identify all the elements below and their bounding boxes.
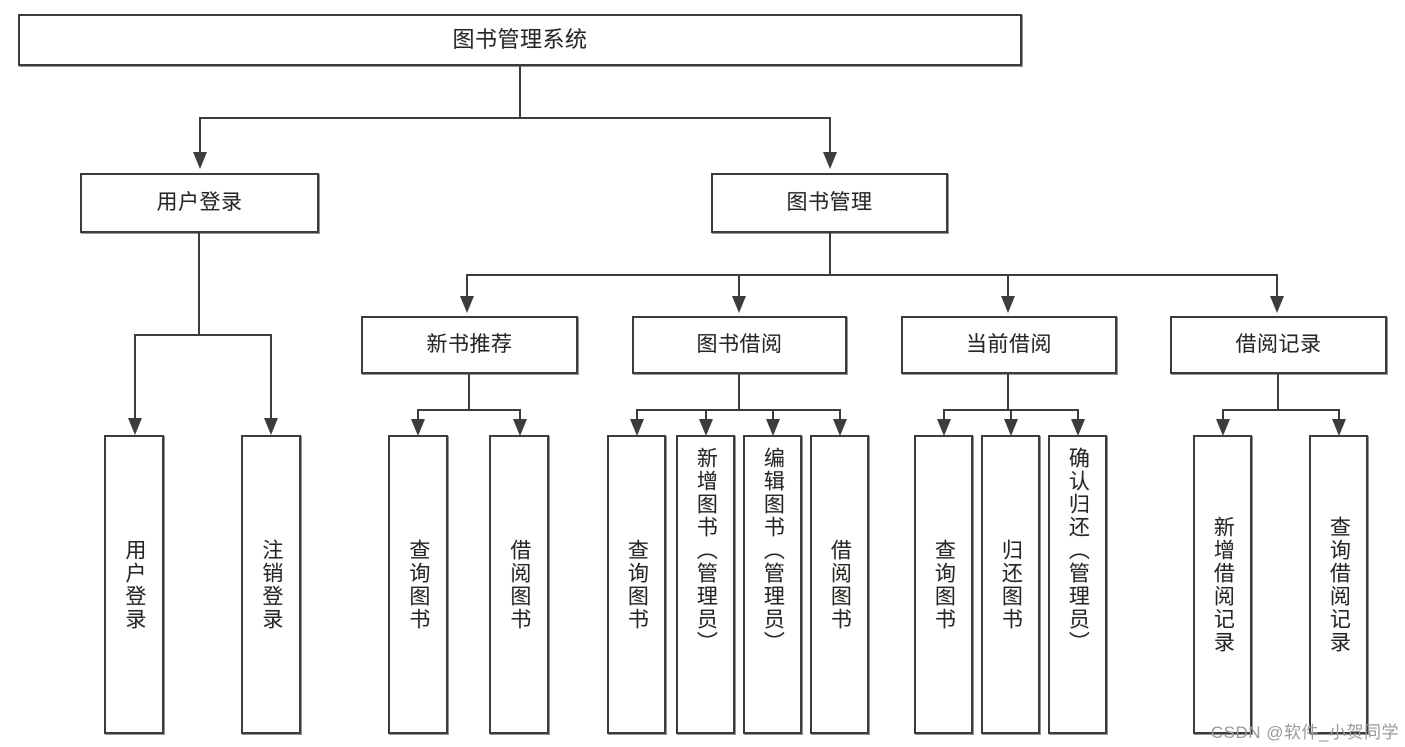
node-root-system[interactable]: 图书管理系统	[18, 14, 1022, 66]
connector-cb-c3	[1077, 409, 1079, 421]
node-label: 新书推荐	[426, 333, 513, 357]
connector-nbr-bus	[417, 409, 520, 411]
node-new-book-recommend[interactable]: 新书推荐	[361, 316, 578, 374]
arrow-bb-leaf3	[766, 419, 780, 436]
arrow-to-user-login	[193, 152, 207, 169]
node-label: 注销登录	[259, 538, 283, 631]
connector-br-c1	[1222, 409, 1224, 421]
connector-br-bus	[1222, 409, 1339, 411]
leaf-bb-query-book[interactable]: 查询图书	[607, 435, 666, 734]
arrow-bb-leaf1	[630, 419, 644, 436]
connector-user-login-c2	[270, 334, 272, 418]
node-label: 图书管理	[786, 191, 873, 215]
connector-bb-c1	[636, 409, 638, 421]
node-current-borrow[interactable]: 当前借阅	[901, 316, 1117, 374]
leaf-bb-edit-book[interactable]: 编辑图书（管理员）	[743, 435, 802, 734]
leaf-user-login[interactable]: 用户登录	[104, 435, 164, 734]
connector-bb-c3	[772, 409, 774, 421]
node-label: 当前借阅	[966, 333, 1052, 357]
arrow-to-borrow-record	[1270, 296, 1284, 313]
leaf-logout[interactable]: 注销登录	[241, 435, 301, 734]
arrow-bb-leaf4	[833, 419, 847, 436]
connector-nbr-c2	[519, 409, 521, 421]
connector-bb-c2	[705, 409, 707, 421]
leaf-br-add-record[interactable]: 新增借阅记录	[1193, 435, 1252, 734]
connector-br-stem	[1277, 374, 1279, 410]
arrow-cb-leaf2	[1004, 419, 1018, 436]
node-label: 借阅记录	[1235, 333, 1322, 357]
node-label: 借阅图书	[828, 538, 852, 631]
arrow-to-leaf-logout	[264, 418, 278, 435]
connector-root-bus	[199, 117, 831, 119]
node-label: 编辑图书（管理员）	[761, 447, 785, 654]
node-user-login[interactable]: 用户登录	[80, 173, 319, 233]
connector-nbr-stem	[468, 374, 470, 410]
arrow-to-leaf-user-login	[128, 418, 142, 435]
node-label: 查询图书	[406, 538, 430, 631]
arrow-bb-leaf2	[699, 419, 713, 436]
arrow-nbr-leaf2	[513, 419, 527, 436]
arrow-nbr-leaf1	[411, 419, 425, 436]
connector-cb-stem	[1007, 374, 1009, 410]
node-label: 图书管理系统	[452, 26, 588, 52]
arrow-to-new-book-recommend	[460, 296, 474, 313]
connector-book-manage-c1	[466, 274, 468, 296]
leaf-bb-borrow-book[interactable]: 借阅图书	[810, 435, 869, 734]
connector-user-login-bus	[134, 334, 271, 336]
arrow-to-book-manage	[823, 152, 837, 169]
node-label: 查询图书	[932, 538, 956, 631]
leaf-cb-query-book[interactable]: 查询图书	[914, 435, 973, 734]
connector-br-c2	[1338, 409, 1340, 421]
arrow-cb-leaf3	[1071, 419, 1085, 436]
node-label: 图书借阅	[696, 333, 783, 357]
arrow-br-leaf1	[1216, 419, 1230, 436]
connector-root-left-drop	[199, 117, 201, 152]
connector-book-manage-bus	[466, 274, 1278, 276]
node-book-borrow[interactable]: 图书借阅	[632, 316, 847, 374]
arrow-cb-leaf1	[937, 419, 951, 436]
connector-book-manage-stem	[829, 233, 831, 275]
node-label: 查询借阅记录	[1327, 515, 1351, 654]
arrow-to-current-borrow	[1001, 296, 1015, 313]
leaf-nbr-borrow-book[interactable]: 借阅图书	[489, 435, 549, 734]
connector-bb-stem	[738, 374, 740, 410]
node-label: 用户登录	[156, 191, 243, 215]
node-book-manage[interactable]: 图书管理	[711, 173, 948, 233]
connector-cb-c1	[943, 409, 945, 421]
node-label: 归还图书	[999, 538, 1023, 631]
leaf-cb-confirm-return[interactable]: 确认归还（管理员）	[1048, 435, 1107, 734]
connector-nbr-c1	[417, 409, 419, 421]
connector-root-stem	[519, 66, 521, 118]
connector-root-right-drop	[829, 117, 831, 152]
connector-bb-c4	[839, 409, 841, 421]
connector-book-manage-c4	[1276, 274, 1278, 296]
leaf-bb-add-book[interactable]: 新增图书（管理员）	[676, 435, 735, 734]
leaf-br-query-record[interactable]: 查询借阅记录	[1309, 435, 1368, 734]
node-label: 新增借阅记录	[1211, 515, 1235, 654]
connector-book-manage-c2	[738, 274, 740, 296]
connector-bb-bus	[636, 409, 841, 411]
node-borrow-record[interactable]: 借阅记录	[1170, 316, 1387, 374]
node-label: 查询图书	[625, 538, 649, 631]
connector-cb-c2	[1010, 409, 1012, 421]
leaf-cb-return-book[interactable]: 归还图书	[981, 435, 1040, 734]
connector-user-login-c1	[134, 334, 136, 418]
leaf-nbr-query-book[interactable]: 查询图书	[388, 435, 448, 734]
node-label: 新增图书（管理员）	[694, 447, 718, 654]
connector-user-login-stem	[198, 233, 200, 335]
node-label: 借阅图书	[507, 538, 531, 631]
node-label: 用户登录	[122, 538, 146, 631]
arrow-to-book-borrow	[732, 296, 746, 313]
connector-book-manage-c3	[1007, 274, 1009, 296]
arrow-br-leaf2	[1332, 419, 1346, 436]
node-label: 确认归还（管理员）	[1066, 447, 1090, 654]
